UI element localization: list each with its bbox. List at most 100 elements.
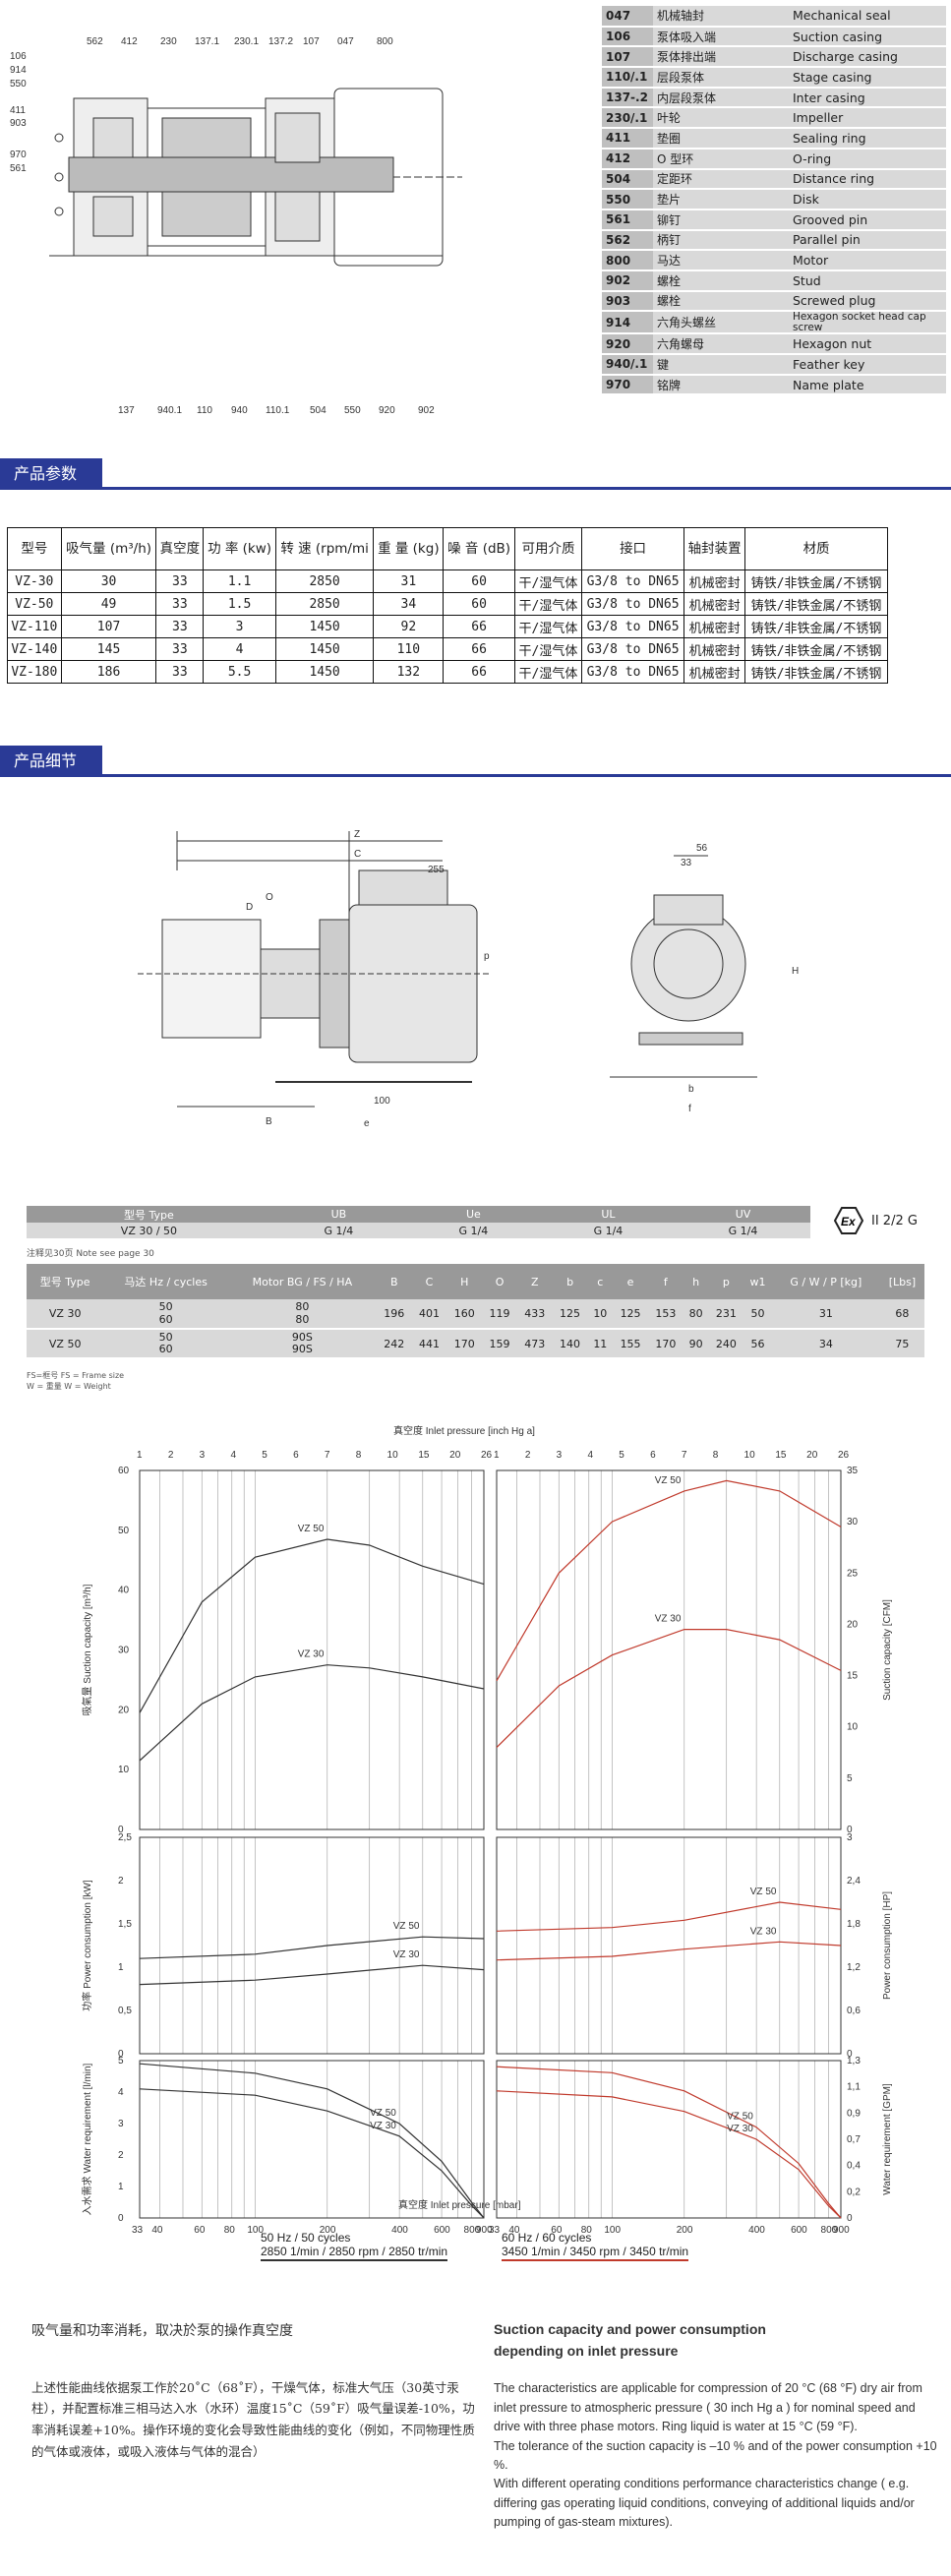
dim-label-p: p xyxy=(484,951,490,962)
callout-label: 137.2 xyxy=(268,36,293,47)
part-name-cn: 六角头螺丝 xyxy=(653,311,789,335)
bottom-tick-label: 60 xyxy=(194,2225,206,2233)
series-label: VZ 30 xyxy=(727,2124,753,2134)
y-axis-label: Water requirement [GPM] xyxy=(882,2083,893,2195)
y-tick-label: 10 xyxy=(118,1765,130,1775)
top-tick-label: 10 xyxy=(387,1450,399,1461)
bottom-tick-label: 600 xyxy=(791,2225,807,2233)
y-tick-label: 0,2 xyxy=(847,2187,861,2197)
params-header: 真空度 xyxy=(155,527,205,570)
part-name-en: Motor xyxy=(789,250,946,271)
top-tick-label: 4 xyxy=(230,1450,236,1461)
dimension-drawing: Z C 255 D O p H 56 33 b f e 100 B xyxy=(138,829,799,1129)
y-tick-label: 0 xyxy=(118,2049,124,2060)
callout-label: 902 xyxy=(418,405,435,416)
dims-cell: 90 xyxy=(683,1329,709,1359)
dim-label-33: 33 xyxy=(681,858,692,869)
dims-header: c xyxy=(587,1264,614,1299)
part-code: 047 xyxy=(602,6,653,28)
callout-label: 411 xyxy=(10,105,26,116)
bottom-tick-label: 40 xyxy=(151,2225,163,2233)
dims-cell: 159 xyxy=(482,1329,517,1359)
params-header: 型号 xyxy=(7,527,62,570)
dim-label-f: f xyxy=(688,1104,691,1114)
params-header: 噪 音 (dB) xyxy=(443,527,515,570)
y-axis-label: Power consumption [HP] xyxy=(882,1891,893,2000)
series-line xyxy=(139,1664,485,1762)
params-cell: G3/8 to DN65 xyxy=(581,569,685,593)
bottom-tick-label: 800 xyxy=(821,2225,838,2233)
params-cell: 铸铁/非铁金属/不锈钢 xyxy=(744,615,888,638)
part-name-en: Suction casing xyxy=(789,26,946,48)
dims-header: e xyxy=(613,1264,648,1299)
params-cell: 机械密封 xyxy=(684,660,746,684)
series-label: VZ 30 xyxy=(655,1614,682,1625)
dims-header: 型号 Type xyxy=(27,1264,104,1299)
callout-label: 230.1 xyxy=(234,36,259,47)
y-tick-label: 3 xyxy=(118,2119,124,2129)
top-tick-label: 15 xyxy=(418,1450,430,1461)
ports-header: UV xyxy=(675,1206,810,1223)
y-tick-label: 5 xyxy=(847,1773,853,1784)
y-tick-label: 5 xyxy=(118,2056,124,2067)
params-cell: 机械密封 xyxy=(684,592,746,616)
top-tick-label: 4 xyxy=(587,1450,593,1461)
params-cell: 铸铁/非铁金属/不锈钢 xyxy=(744,569,888,593)
dims-header: b xyxy=(552,1264,588,1299)
top-tick-label: 26 xyxy=(481,1450,493,1461)
dims-header: H xyxy=(446,1264,483,1299)
part-code: 412 xyxy=(602,148,653,170)
callout-label: 106 xyxy=(10,51,27,62)
callout-label: 230 xyxy=(160,36,177,47)
top-tick-label: 20 xyxy=(449,1450,461,1461)
ports-cell: G 1/4 xyxy=(675,1223,810,1240)
description-en-title: Suction capacity and power consumption d… xyxy=(494,2321,766,2359)
series-line xyxy=(496,2066,842,2219)
params-cell: 机械密封 xyxy=(684,637,746,661)
description-en-p2: The tolerance of the suction capacity is… xyxy=(494,2438,937,2472)
part-name-cn: 机械轴封 xyxy=(653,6,789,28)
ex-badge: Ex II 2/2 G xyxy=(834,1207,918,1234)
part-name-en: Parallel pin xyxy=(789,229,946,252)
dims-type: VZ 50 xyxy=(27,1329,104,1359)
params-cell: G3/8 to DN65 xyxy=(581,592,685,616)
ex-hexagon-icon: Ex xyxy=(834,1207,863,1234)
y-tick-label: 0 xyxy=(847,1825,853,1835)
part-name-cn: 层段泵体 xyxy=(653,67,789,89)
part-name-cn: 定距环 xyxy=(653,168,789,191)
dims-cell: 34 xyxy=(771,1329,880,1359)
dim-label-h: H xyxy=(792,966,799,977)
y-tick-label: 30 xyxy=(847,1517,859,1528)
callout-label: 940.1 xyxy=(157,405,182,416)
params-cell: G3/8 to DN65 xyxy=(581,660,685,684)
dims-cell: 170 xyxy=(446,1329,483,1359)
y-tick-label: 60 xyxy=(118,1466,130,1476)
top-tick-label: 5 xyxy=(262,1450,267,1461)
legend-50hz-line1: 50 Hz / 50 cycles xyxy=(261,2231,351,2245)
params-cell: 2850 xyxy=(274,592,375,616)
y-tick-label: 35 xyxy=(847,1466,859,1476)
bottom-tick-label: 80 xyxy=(224,2225,236,2233)
series-label: VZ 50 xyxy=(655,1475,682,1486)
dims-cell: 240 xyxy=(708,1329,744,1359)
dims-header: h xyxy=(683,1264,709,1299)
part-name-en: Mechanical seal xyxy=(789,6,946,28)
bottom-tick-label: 100 xyxy=(247,2225,264,2233)
y-tick-label: 2 xyxy=(118,2150,124,2161)
bottom-axis-title: 真空度 Inlet pressure [mbar] xyxy=(398,2198,521,2211)
series-label: VZ 50 xyxy=(727,2112,753,2123)
ports-header: UL xyxy=(540,1206,676,1223)
callout-label: 047 xyxy=(337,36,354,47)
params-cell: 5.5 xyxy=(203,660,276,684)
dims-cell: 119 xyxy=(482,1299,517,1330)
dims-bg: 80 80 xyxy=(227,1299,377,1330)
series-label: VZ 50 xyxy=(370,2108,396,2119)
top-tick-label: 5 xyxy=(619,1450,624,1461)
